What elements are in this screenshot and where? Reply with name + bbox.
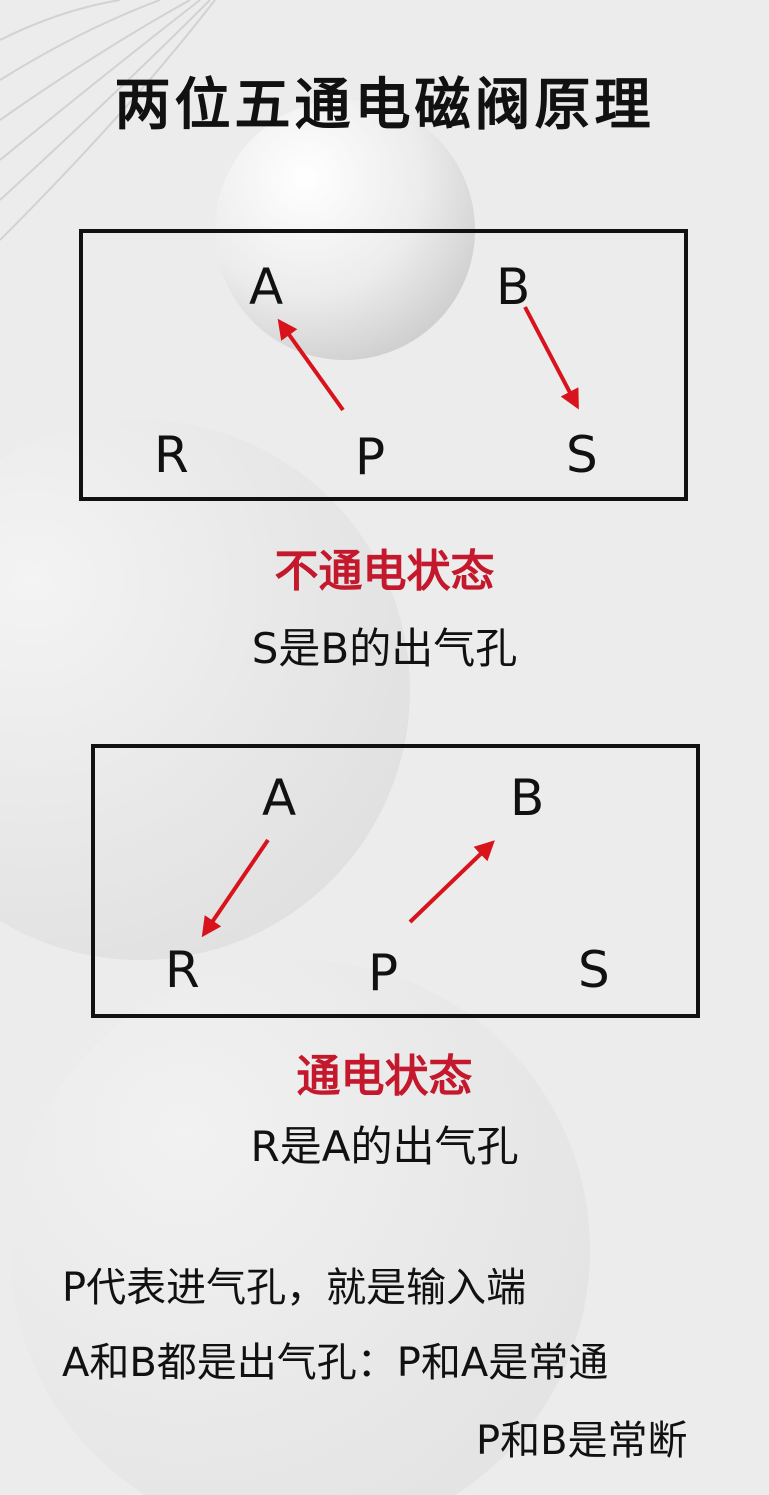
port-p-label: P [368,944,399,1002]
arrow-a-to-r [201,838,270,938]
port-p-label: P [355,428,386,486]
state-label-deenergized: 不通电状态 [274,546,495,597]
state-label-energized: 通电状态 [296,1051,473,1102]
port-b-label: B [496,258,531,316]
arrow-p-to-a [277,318,345,412]
port-s-label: S [578,941,610,999]
port-a-label: A [262,769,297,827]
valve-diagram-energized [91,744,700,1018]
port-r-label: R [165,941,200,999]
description-line-2: A和B都是出气孔：P和A是常通 [62,1340,609,1386]
arrow-b-to-s [523,306,579,410]
arrow-p-to-b [408,840,495,924]
note-energized: R是A的出气孔 [250,1122,519,1171]
port-s-label: S [566,426,598,484]
port-r-label: R [154,426,189,484]
description-line-3: P和B是常断 [476,1418,688,1464]
valve-diagram-deenergized [79,229,688,501]
port-b-label: B [510,769,545,827]
page-title: 两位五通电磁阀原理 [114,73,655,138]
note-deenergized: S是B的出气孔 [251,624,518,673]
description-line-1: P代表进气孔，就是输入端 [62,1265,527,1311]
port-a-label: A [249,258,284,316]
corner-stripes [0,0,216,241]
